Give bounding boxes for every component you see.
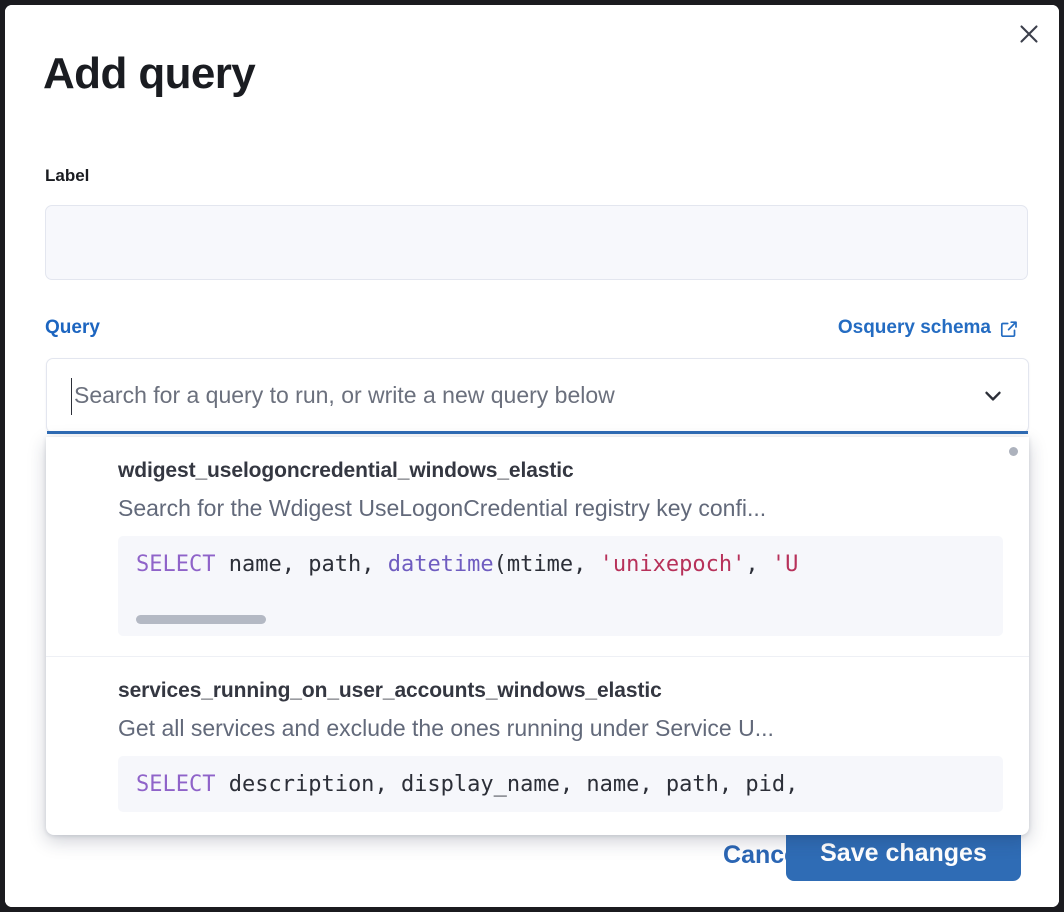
dropdown-option-description: Get all services and exclude the ones ru…	[118, 715, 774, 741]
osquery-schema-link[interactable]: Osquery schema	[838, 317, 1019, 339]
add-query-modal: Add query Label Query Osquery schema Sea…	[5, 5, 1059, 907]
page-title: Add query	[43, 49, 256, 98]
dropdown-option-title: services_running_on_user_accounts_window…	[118, 679, 662, 702]
query-combobox-placeholder: Search for a query to run, or write a ne…	[74, 382, 615, 408]
dropdown-list[interactable]: wdigest_uselogoncredential_windows_elast…	[46, 437, 1029, 835]
chevron-down-icon[interactable]	[980, 383, 1006, 409]
osquery-schema-label: Osquery schema	[837, 317, 991, 338]
dropdown-option-code-block: SELECT description, display_name, name, …	[118, 756, 1003, 812]
query-label-link[interactable]: Query	[45, 317, 100, 338]
label-input[interactable]	[45, 205, 1028, 280]
text-caret	[71, 378, 72, 415]
modal-footer: Cancel Save changes	[5, 821, 1059, 907]
sql-snippet: SELECT description, display_name, name, …	[136, 772, 799, 797]
dropdown-option[interactable]: services_running_on_user_accounts_window…	[46, 657, 1029, 832]
dropdown-option[interactable]: wdigest_uselogoncredential_windows_elast…	[46, 437, 1029, 657]
close-button[interactable]	[1009, 14, 1049, 54]
dropdown-option-description: Search for the Wdigest UseLogonCredentia…	[118, 495, 767, 521]
save-changes-button[interactable]: Save changes	[786, 826, 1021, 881]
label-caption: Label	[45, 166, 90, 185]
code-horizontal-scrollbar-thumb[interactable]	[136, 615, 266, 624]
close-icon	[1016, 21, 1042, 47]
external-link-icon	[999, 318, 1019, 339]
dropdown-option-code-block: SELECT name, path, datetime(mtime, 'unix…	[118, 536, 1003, 636]
query-suggestions-dropdown[interactable]: wdigest_uselogoncredential_windows_elast…	[46, 437, 1029, 835]
dropdown-option-title: wdigest_uselogoncredential_windows_elast…	[118, 459, 574, 482]
screenshot-frame: Add query Label Query Osquery schema Sea…	[5, 5, 1059, 907]
sql-snippet: SELECT name, path, datetime(mtime, 'unix…	[136, 552, 799, 577]
query-combobox[interactable]: Search for a query to run, or write a ne…	[46, 358, 1029, 434]
